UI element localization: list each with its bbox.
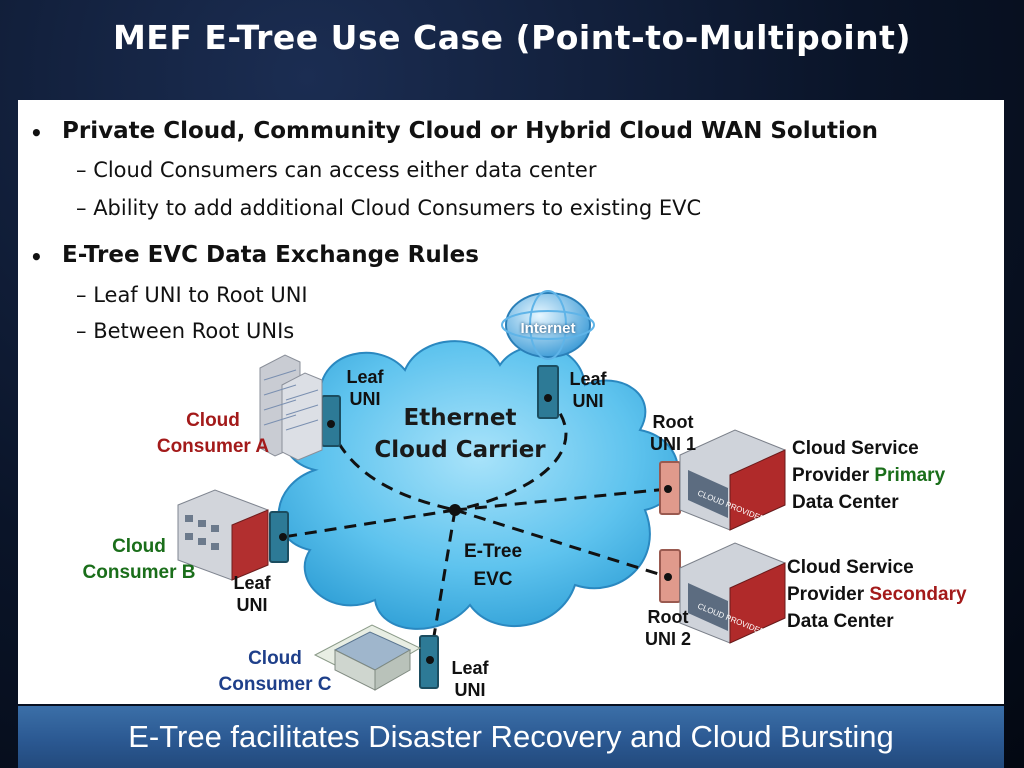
sub-bullet-dash: – xyxy=(76,158,94,182)
secondary-text: Secondary xyxy=(869,584,967,605)
csp-secondary-label: Cloud Service Provider Secondary Data Ce… xyxy=(787,554,1002,635)
cloud-label-line1: Ethernet xyxy=(403,405,517,431)
uni-text: UNI xyxy=(454,680,486,700)
evc-connections xyxy=(282,396,669,661)
e-tree-evc-label: E-Tree EVC xyxy=(448,538,538,594)
leaf-text: Leaf xyxy=(451,658,489,678)
consumer-a-label: Cloud Consumer A xyxy=(138,408,288,460)
sub-bullet-text: Cloud Consumers can access either data c… xyxy=(93,158,597,182)
uni-text: UNI xyxy=(236,595,268,615)
consumer-b-line1: Cloud xyxy=(112,536,166,557)
primary-text: Primary xyxy=(874,465,946,486)
sub-bullet-dash: – xyxy=(76,196,94,220)
provider-text: Provider xyxy=(787,584,865,605)
consumer-b-building-icon xyxy=(177,489,269,581)
root-text: Root xyxy=(647,607,689,627)
root-uni-port-1 xyxy=(659,461,681,515)
csp-line3: Data Center xyxy=(787,611,894,632)
primary-datacenter-building-icon: CLOUD PROVIDER xyxy=(679,429,786,531)
uni-2-text: UNI 2 xyxy=(644,629,691,649)
sub-bullet-2-1: – Leaf UNI to Root UNI xyxy=(76,283,308,307)
sub-bullet-dash: – xyxy=(76,283,94,307)
uni-1-text: UNI 1 xyxy=(649,434,696,454)
consumer-a-building-icon xyxy=(259,354,323,461)
internet-globe-icon xyxy=(501,290,595,360)
sub-bullet-dash: – xyxy=(76,319,94,343)
consumer-c-line1: Cloud xyxy=(248,648,302,669)
bullet-2-text: E-Tree EVC Data Exchange Rules xyxy=(62,242,479,268)
sub-bullet-1-1: – Cloud Consumers can access either data… xyxy=(76,158,596,182)
cloud-carrier-label: Ethernet Cloud Carrier xyxy=(360,402,560,466)
slide-title: MEF E-Tree Use Case (Point-to-Multipoint… xyxy=(112,18,912,57)
uni-port-consumer-c xyxy=(419,635,439,689)
footer-banner: E-Tree facilitates Disaster Recovery and… xyxy=(18,706,1004,768)
root-uni-port-2 xyxy=(659,549,681,603)
evc-label-line1: E-Tree xyxy=(463,541,523,562)
leaf-text: Leaf xyxy=(346,367,384,387)
bullet-1-text: Private Cloud, Community Cloud or Hybrid… xyxy=(62,118,879,144)
uni-text: UNI xyxy=(572,391,604,411)
csp-line2: Provider Primary xyxy=(792,462,997,489)
csp-line2: Provider Secondary xyxy=(787,581,1002,608)
uni-text: UNI xyxy=(349,389,381,409)
csp-line1: Cloud Service xyxy=(792,438,919,459)
uni-port-internet xyxy=(537,365,559,419)
sub-bullet-text: Leaf UNI to Root UNI xyxy=(93,283,308,307)
consumer-a-line2: Consumer A xyxy=(156,436,270,457)
provider-text: Provider xyxy=(792,465,870,486)
uni-port-consumer-b xyxy=(269,511,289,563)
consumer-c-line2: Consumer C xyxy=(218,674,332,695)
csp-primary-label: Cloud Service Provider Primary Data Cent… xyxy=(792,435,997,516)
evc-hub-node xyxy=(449,504,461,516)
consumer-a-line1: Cloud xyxy=(186,410,240,431)
secondary-datacenter-building-icon: CLOUD PROVIDER xyxy=(679,542,786,644)
consumer-b-line2: Consumer B xyxy=(82,562,196,583)
bullet-dot: • xyxy=(30,245,43,269)
consumer-b-label: Cloud Consumer B xyxy=(64,534,214,586)
sub-bullet-2-2: – Between Root UNIs xyxy=(76,319,294,343)
leaf-text: Leaf xyxy=(569,369,607,389)
evc-label-line2: EVC xyxy=(473,569,513,590)
leaf-text: Leaf xyxy=(233,573,271,593)
csp-line1: Cloud Service xyxy=(787,557,914,578)
consumer-c-building-icon xyxy=(313,624,422,691)
sub-bullet-text: Ability to add additional Cloud Consumer… xyxy=(93,196,702,220)
sub-bullet-text: Between Root UNIs xyxy=(93,319,295,343)
bullet-dot: • xyxy=(30,121,43,145)
consumer-c-label: Cloud Consumer C xyxy=(200,646,350,698)
root-text: Root xyxy=(652,412,694,432)
sub-bullet-1-2: – Ability to add additional Cloud Consum… xyxy=(76,196,701,220)
internet-label: Internet xyxy=(520,320,576,337)
cloud-label-line2: Cloud Carrier xyxy=(374,437,546,463)
csp-line3: Data Center xyxy=(792,492,899,513)
